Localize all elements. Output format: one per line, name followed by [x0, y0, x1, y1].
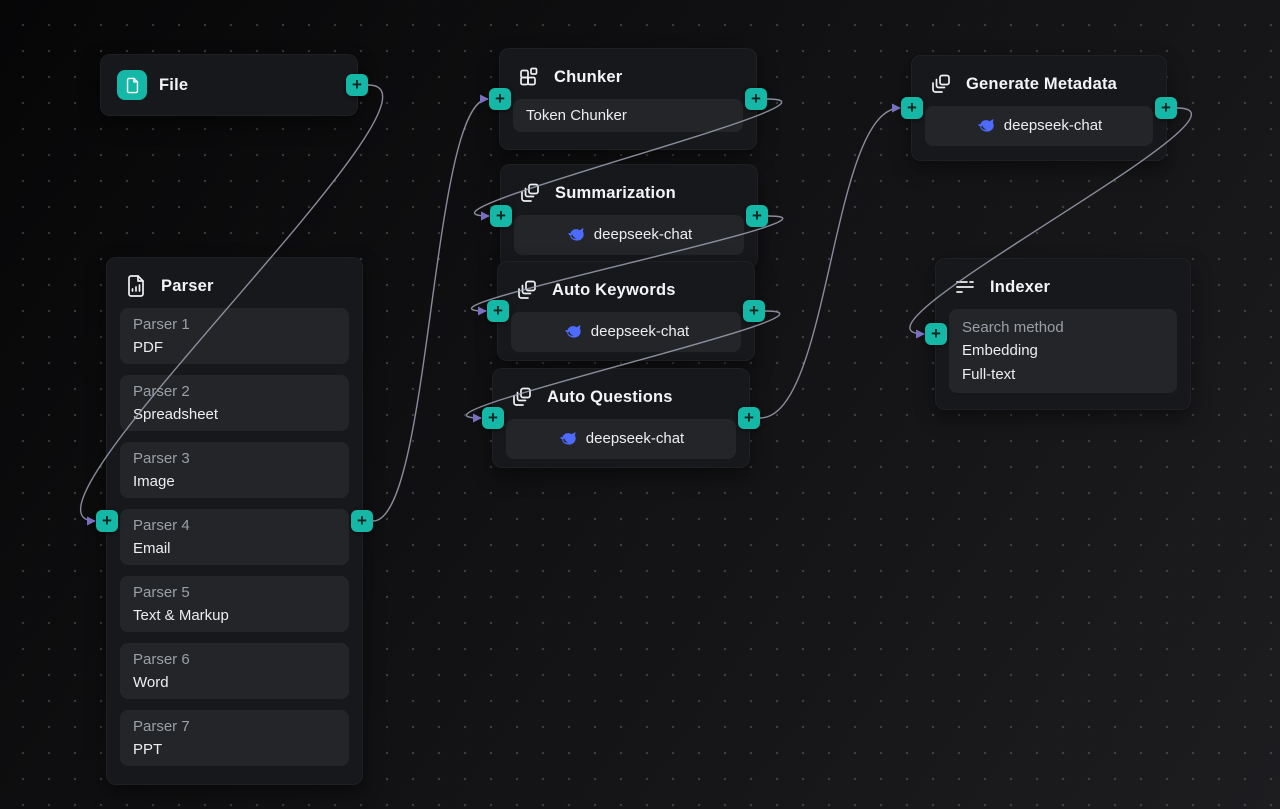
- node-title: Auto Questions: [547, 387, 673, 406]
- model-item[interactable]: deepseek-chat: [511, 312, 741, 352]
- search-method-item[interactable]: Search method Embedding Full-text: [949, 309, 1177, 393]
- node-title: File: [159, 75, 189, 94]
- add-upstream-button[interactable]: +: [487, 300, 509, 322]
- parser-item[interactable]: Parser 6 Word: [120, 643, 349, 699]
- add-downstream-button[interactable]: +: [346, 74, 368, 96]
- add-downstream-button[interactable]: +: [746, 205, 768, 227]
- node-title: Summarization: [555, 183, 676, 202]
- node-title: Auto Keywords: [552, 280, 676, 299]
- deepseek-logo-icon: [568, 227, 584, 241]
- add-downstream-button[interactable]: +: [351, 510, 373, 532]
- add-downstream-button[interactable]: +: [745, 88, 767, 110]
- node-title: Parser: [161, 276, 214, 295]
- node-chunker[interactable]: Chunker Token Chunker + +: [489, 48, 767, 150]
- model-item[interactable]: deepseek-chat: [925, 106, 1153, 146]
- file-icon: [117, 70, 147, 100]
- node-title: Generate Metadata: [966, 74, 1118, 93]
- node-indexer[interactable]: Indexer Search method Embedding Full-tex…: [925, 258, 1191, 410]
- add-upstream-button[interactable]: +: [490, 205, 512, 227]
- layers-stack-icon: [517, 180, 543, 206]
- parser-item[interactable]: Parser 7 PPT: [120, 710, 349, 766]
- add-upstream-button[interactable]: +: [489, 88, 511, 110]
- document-chart-icon: [123, 273, 149, 299]
- parser-item[interactable]: Parser 4 Email: [120, 509, 349, 565]
- model-item[interactable]: deepseek-chat: [506, 419, 736, 459]
- parser-item[interactable]: Parser 2 Spreadsheet: [120, 375, 349, 431]
- add-upstream-button[interactable]: +: [482, 407, 504, 429]
- node-file[interactable]: File +: [100, 54, 368, 116]
- connection-edge[interactable]: [372, 94, 489, 522]
- add-downstream-button[interactable]: +: [738, 407, 760, 429]
- add-upstream-button[interactable]: +: [96, 510, 118, 532]
- chunker-method-item[interactable]: Token Chunker: [513, 99, 743, 132]
- deepseek-logo-icon: [565, 324, 581, 338]
- node-title: Indexer: [990, 277, 1051, 296]
- model-item[interactable]: deepseek-chat: [514, 215, 744, 255]
- layers-stack-icon: [509, 384, 535, 410]
- node-generate-metadata[interactable]: Generate Metadata deepseek-chat + +: [901, 55, 1177, 161]
- node-auto-questions[interactable]: Auto Questions deepseek-chat + +: [482, 368, 760, 468]
- node-auto-keywords[interactable]: Auto Keywords deepseek-chat + +: [487, 261, 765, 361]
- deepseek-logo-icon: [560, 431, 576, 445]
- layers-stack-icon: [514, 277, 540, 303]
- blocks-icon: [516, 64, 542, 90]
- parser-item[interactable]: Parser 3 Image: [120, 442, 349, 498]
- layers-stack-icon: [928, 71, 954, 97]
- node-parser[interactable]: Parser Parser 1 PDF Parser 2 Spreadsheet…: [96, 257, 373, 785]
- parser-item[interactable]: Parser 5 Text & Markup: [120, 576, 349, 632]
- add-upstream-button[interactable]: +: [901, 97, 923, 119]
- add-downstream-button[interactable]: +: [743, 300, 765, 322]
- add-downstream-button[interactable]: +: [1155, 97, 1177, 119]
- add-upstream-button[interactable]: +: [925, 323, 947, 345]
- index-lines-icon: [952, 274, 978, 300]
- parser-item[interactable]: Parser 1 PDF: [120, 308, 349, 364]
- connection-edge[interactable]: [759, 103, 901, 419]
- node-title: Chunker: [554, 67, 623, 86]
- node-summarization[interactable]: Summarization deepseek-chat + +: [490, 164, 768, 268]
- deepseek-logo-icon: [978, 118, 994, 132]
